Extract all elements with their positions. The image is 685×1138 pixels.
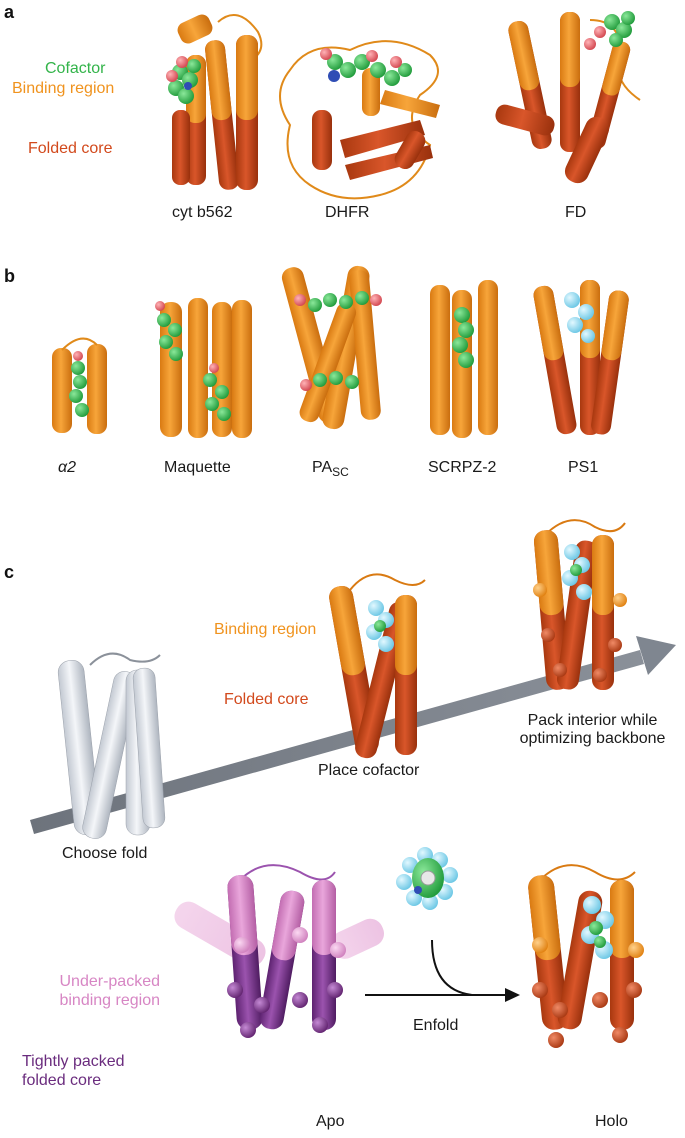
- cyt-b562-structure: [166, 13, 263, 190]
- label-pasc: PASC: [312, 459, 349, 479]
- enfold-arrow: [365, 939, 520, 1002]
- legend-binding-region: Binding region: [12, 80, 115, 97]
- tightly-packed-line2: folded core: [22, 1072, 102, 1089]
- under-packed-line1: Under-packed: [59, 973, 161, 990]
- label-pasc-sub: SC: [332, 465, 349, 480]
- placed-cofactor-structure: [329, 573, 426, 759]
- step-pack-line1: Pack interior while: [527, 712, 658, 729]
- apo-structure: [174, 864, 385, 1038]
- tightly-packed-line1: Tightly packed: [22, 1053, 125, 1070]
- step-place-cofactor: Place cofactor: [318, 762, 420, 779]
- label-maquette: Maquette: [164, 459, 231, 476]
- panel-a-label: a: [4, 2, 15, 22]
- legend-folded-core: Folded core: [28, 140, 113, 157]
- label-alpha2: α2: [58, 459, 77, 476]
- heme-cofactor: [396, 847, 458, 910]
- under-packed-line2: binding region: [59, 992, 160, 1009]
- enfold-label: Enfold: [413, 1017, 459, 1034]
- panel-c-label: c: [4, 562, 15, 582]
- maquette-structure: [155, 298, 252, 438]
- label-dhfr: DHFR: [325, 204, 370, 221]
- panel-b-label: b: [4, 266, 15, 286]
- c-legend-folded-core: Folded core: [224, 691, 309, 708]
- dhfr-structure: [279, 40, 440, 200]
- label-cyt-b562: cyt b562: [172, 204, 233, 221]
- chosen-fold-structure: [57, 652, 166, 839]
- label-fd: FD: [565, 204, 587, 221]
- step-pack-line2: optimizing backbone: [519, 730, 666, 747]
- holo-structure: [528, 864, 644, 1048]
- under-packed-label: Under-packed binding region: [30, 972, 160, 1010]
- fd-structure: [495, 11, 641, 184]
- apo-label: Apo: [316, 1113, 345, 1130]
- holo-label: Holo: [595, 1113, 628, 1130]
- legend-cofactor: Cofactor: [45, 60, 106, 77]
- alpha2-structure: [52, 337, 107, 434]
- packed-structure: [533, 519, 627, 690]
- ps1-structure: [533, 280, 629, 435]
- step-choose-fold: Choose fold: [62, 845, 148, 862]
- step-pack-interior: Pack interior while optimizing backbone: [500, 712, 685, 748]
- pasc-structure: [281, 265, 382, 430]
- tightly-packed-label: Tightly packed folded core: [22, 1052, 125, 1090]
- scrpz2-structure: [430, 280, 498, 438]
- pipeline-arrow: [30, 636, 676, 834]
- label-ps1: PS1: [568, 459, 599, 476]
- label-scrpz2: SCRPZ-2: [428, 459, 497, 476]
- label-pasc-main: PA: [312, 459, 333, 476]
- c-legend-binding-region: Binding region: [214, 621, 317, 638]
